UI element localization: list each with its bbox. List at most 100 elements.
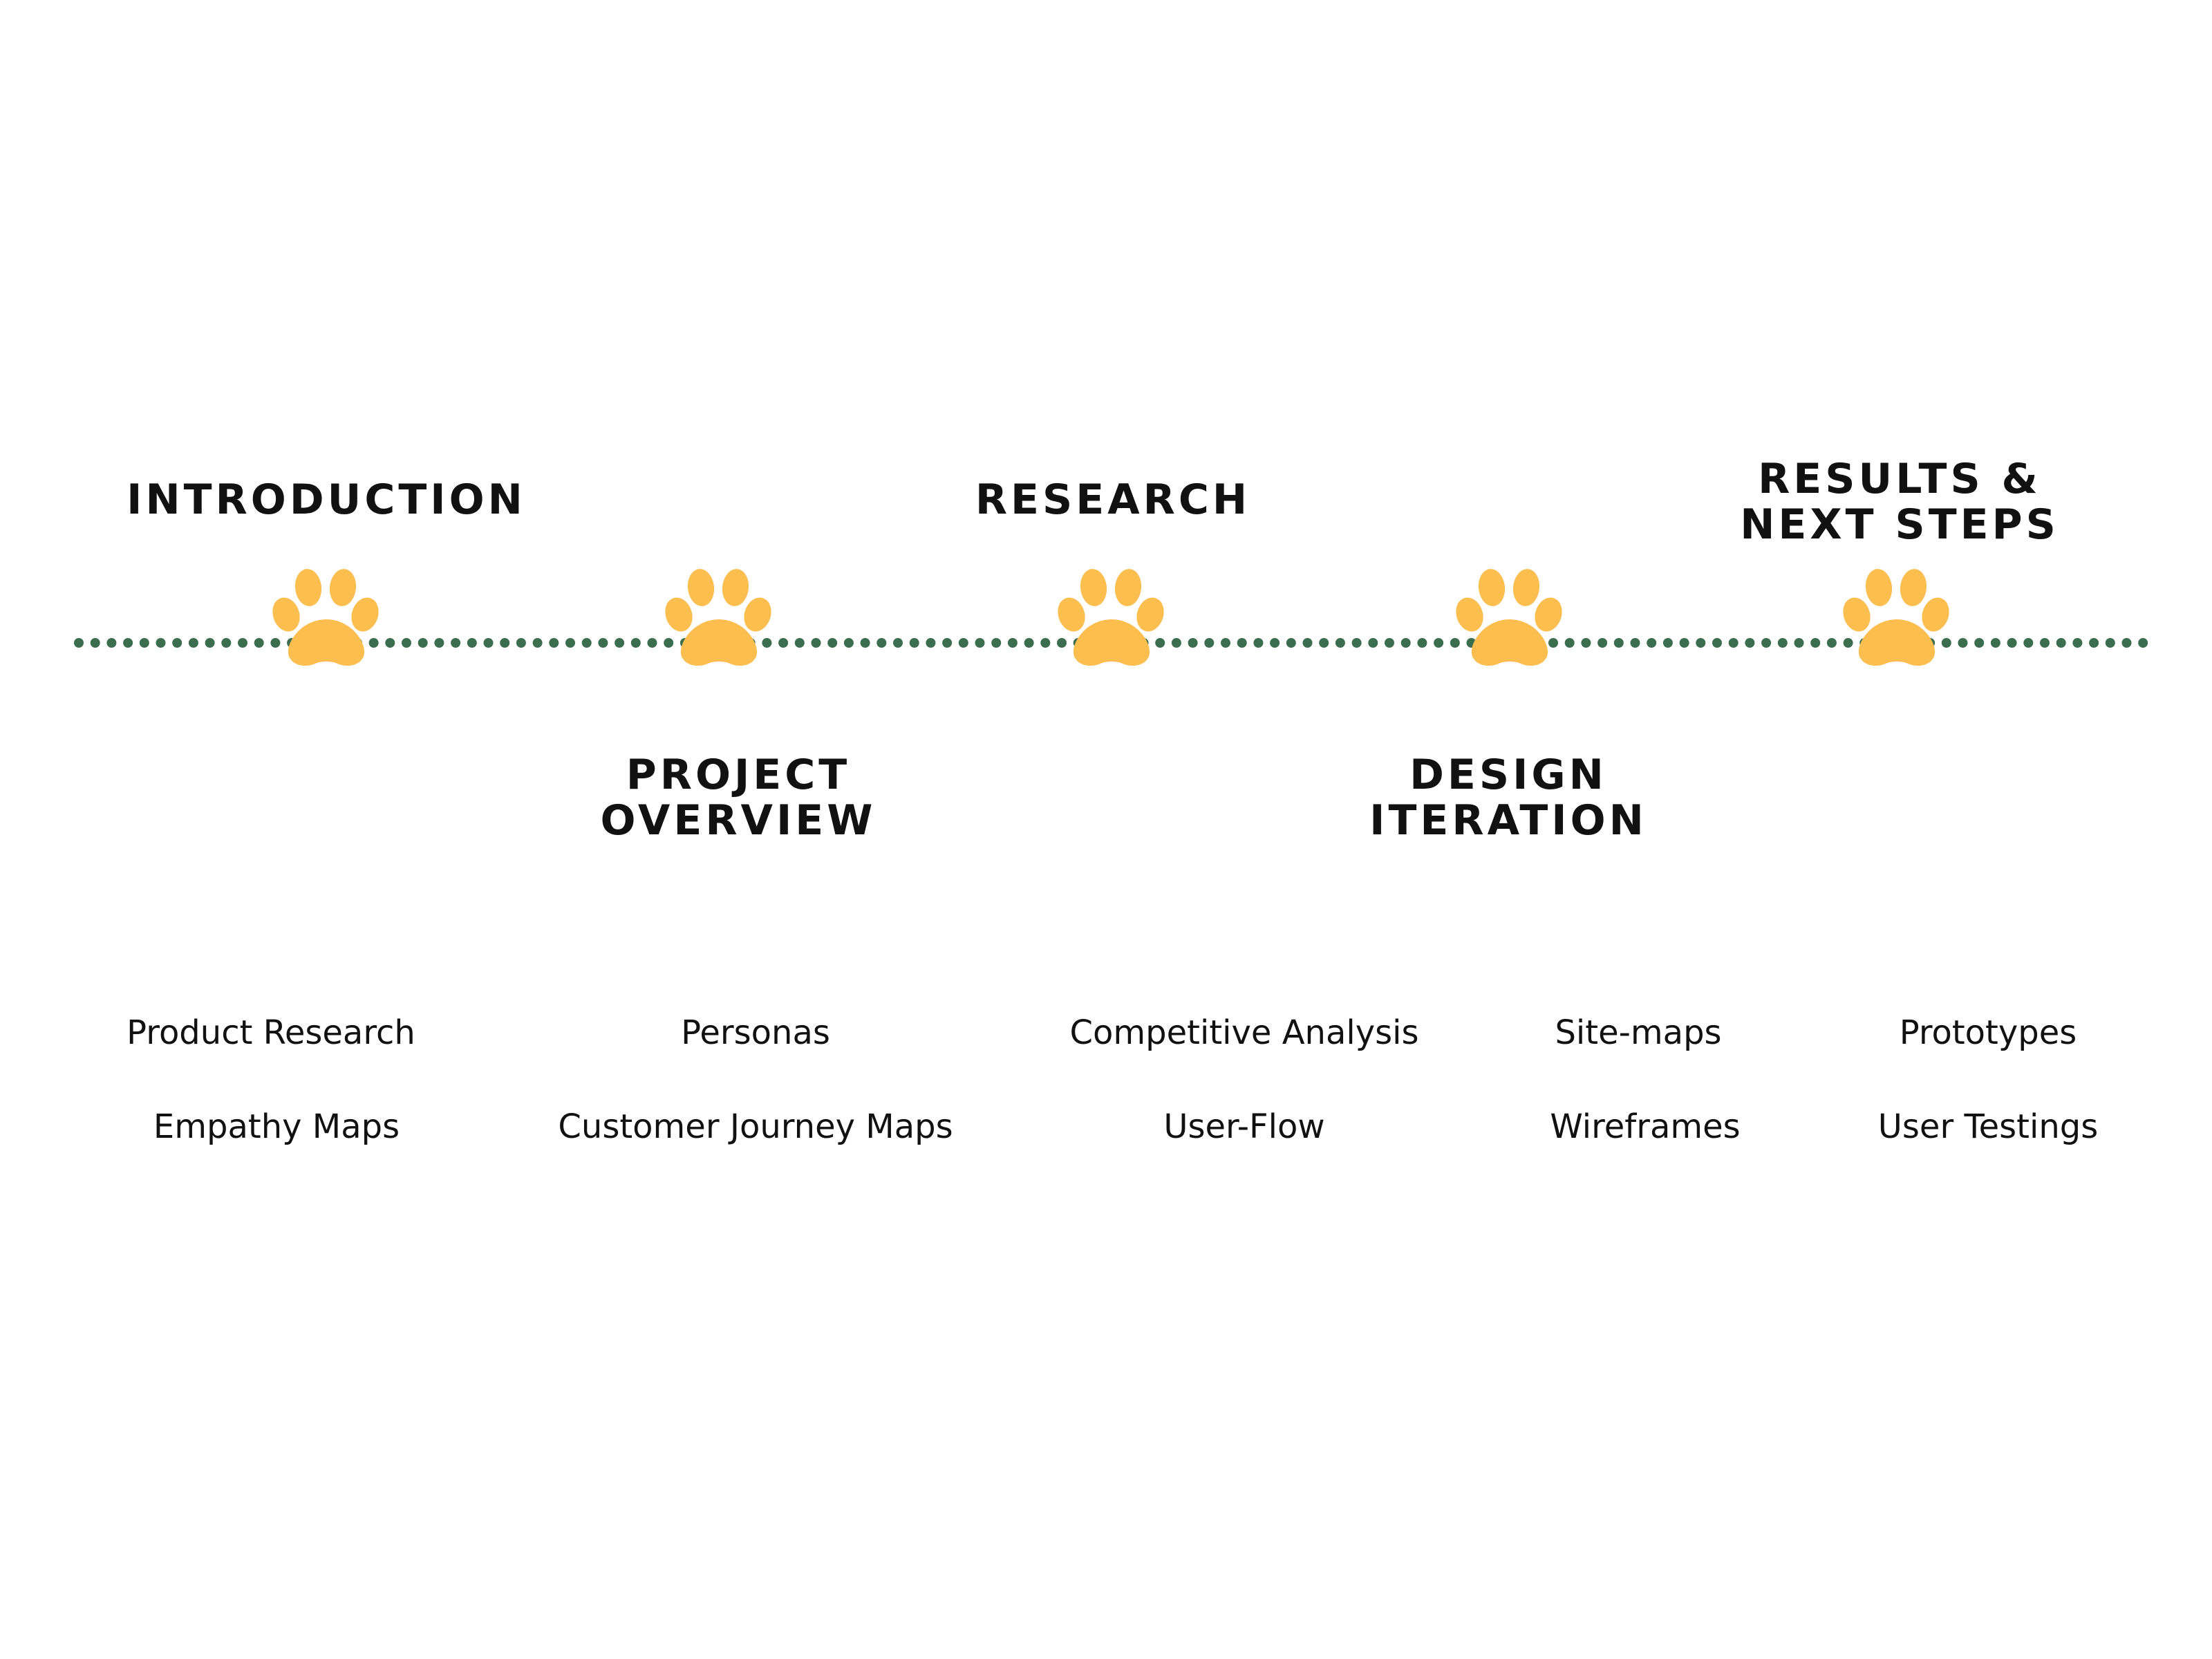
line-dot xyxy=(958,638,968,648)
line-dot xyxy=(2105,638,2115,648)
line-dot xyxy=(2089,638,2099,648)
line-dot xyxy=(1974,638,1985,648)
line-dot xyxy=(532,638,543,648)
line-dot xyxy=(975,638,985,648)
item-wireframes: Wireframes xyxy=(1550,1107,1741,1146)
line-dot xyxy=(368,638,379,648)
line-dot xyxy=(1662,638,1673,648)
line-dot xyxy=(1597,638,1608,648)
line-dot xyxy=(1581,638,1591,648)
line-dot xyxy=(2023,638,2034,648)
line-dot xyxy=(1630,638,1640,648)
line-dot xyxy=(2072,638,2083,648)
line-dot xyxy=(254,638,264,648)
line-dot xyxy=(827,638,838,648)
line-dot xyxy=(926,638,936,648)
line-dot xyxy=(1204,638,1215,648)
paw-icon xyxy=(272,569,379,666)
line-dot xyxy=(1548,638,1558,648)
item-prototypes: Prototypes xyxy=(1899,1013,2077,1052)
item-user-testings: User Testings xyxy=(1877,1107,2099,1146)
line-dot xyxy=(877,638,887,648)
line-dot xyxy=(893,638,903,648)
line-dot xyxy=(2121,638,2132,648)
line-dot xyxy=(1270,638,1280,648)
line-dot xyxy=(1958,638,1968,648)
line-dot xyxy=(434,638,444,648)
line-dot xyxy=(860,638,870,648)
line-dot xyxy=(1712,638,1722,648)
line-dot xyxy=(1040,638,1051,648)
line-dot xyxy=(385,638,395,648)
line-dot xyxy=(647,638,657,648)
item-product-research: Product Research xyxy=(126,1013,415,1052)
line-dot xyxy=(1679,638,1689,648)
line-dot xyxy=(1302,638,1313,648)
line-dot xyxy=(2138,638,2148,648)
line-dot xyxy=(630,638,641,648)
line-dot xyxy=(1221,638,1230,648)
line-dot xyxy=(991,638,1002,648)
line-dot xyxy=(1024,638,1034,648)
line-dot xyxy=(205,638,215,648)
line-dot xyxy=(1728,638,1738,648)
line-dot xyxy=(2056,638,2066,648)
line-dot xyxy=(565,638,575,648)
line-dot xyxy=(451,638,461,648)
line-dot xyxy=(156,638,166,648)
line-dot xyxy=(664,638,674,648)
item-customer-journey-maps: Customer Journey Maps xyxy=(558,1107,953,1146)
line-dot xyxy=(778,638,789,648)
line-dot xyxy=(238,638,247,648)
line-dot xyxy=(1155,638,1165,648)
paw-icon xyxy=(1843,569,1949,666)
line-dot xyxy=(90,638,100,648)
line-dot xyxy=(106,638,117,648)
line-dot xyxy=(762,638,772,648)
paw-icon xyxy=(665,569,771,666)
line-dot xyxy=(123,638,133,648)
line-dot xyxy=(418,638,428,648)
heading-results-next-steps: RESULTS & NEXT STEPS xyxy=(1740,455,2059,549)
line-dot xyxy=(1647,638,1657,648)
line-dot xyxy=(1400,638,1411,648)
line-dot xyxy=(270,638,281,648)
line-dot xyxy=(1057,638,1067,648)
paw-markers xyxy=(272,569,1949,666)
line-dot xyxy=(483,638,494,648)
line-dot xyxy=(1417,638,1427,648)
line-dot xyxy=(1434,638,1444,648)
line-dot xyxy=(74,638,84,648)
line-dot xyxy=(1286,638,1296,648)
item-site-maps: Site-maps xyxy=(1555,1013,1722,1052)
line-dot xyxy=(811,638,821,648)
line-dot xyxy=(172,638,182,648)
line-dot xyxy=(1761,638,1772,648)
line-dot xyxy=(1843,638,1853,648)
line-dot xyxy=(598,638,608,648)
line-dot xyxy=(615,638,625,648)
line-dot xyxy=(909,638,919,648)
item-empathy-maps: Empathy Maps xyxy=(153,1107,400,1146)
line-dot xyxy=(843,638,854,648)
line-dot xyxy=(1351,638,1362,648)
line-dot xyxy=(1745,638,1755,648)
item-user-flow: User-Flow xyxy=(1163,1107,1325,1146)
line-dot xyxy=(221,638,232,648)
line-dot xyxy=(516,638,526,648)
line-dot xyxy=(1368,638,1378,648)
item-personas: Personas xyxy=(681,1013,830,1052)
line-dot xyxy=(1810,638,1821,648)
paw-icon xyxy=(1456,569,1562,666)
line-dot xyxy=(1385,638,1394,648)
line-dot xyxy=(1188,638,1198,648)
line-dot xyxy=(1237,638,1247,648)
heading-design-iteration: DESIGN ITERATION xyxy=(1369,751,1647,845)
line-dot xyxy=(467,638,477,648)
line-dot xyxy=(794,638,805,648)
line-dot xyxy=(402,638,411,648)
heading-introduction: INTRODUCTION xyxy=(126,476,526,524)
line-dot xyxy=(1613,638,1624,648)
item-competitive-analysis: Competitive Analysis xyxy=(1069,1013,1419,1052)
